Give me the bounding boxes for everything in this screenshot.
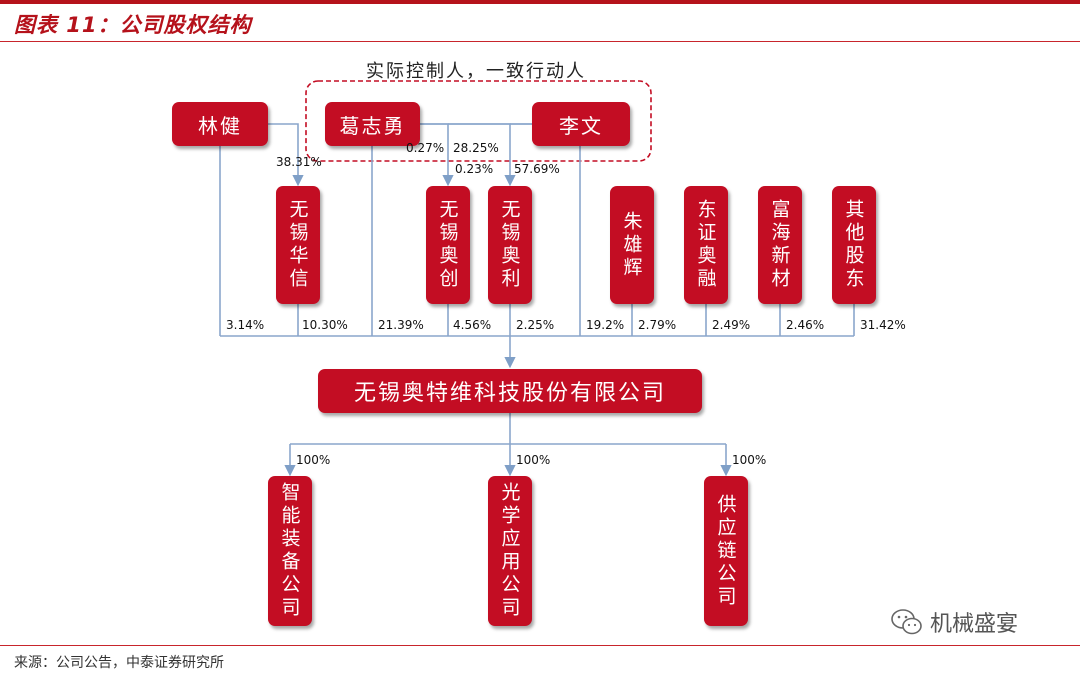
holder-wuxi-aochuang: 无锡奥创 — [426, 186, 470, 304]
pct-wxal-company: 2.25% — [516, 318, 555, 332]
pct-zxh-company: 2.79% — [638, 318, 677, 332]
figure-title: 图表 11：公司股权结构 — [14, 13, 252, 37]
shareholder-liwen: 李文 — [532, 102, 630, 146]
holder-wuxi-huaxin: 无锡华信 — [276, 186, 320, 304]
top-accent-bar — [0, 0, 1080, 4]
pct-lw-wxal: 57.69% — [514, 162, 560, 176]
pct-gzy-company: 21.39% — [378, 318, 424, 332]
holder-other-shareholders: 其他股东 — [832, 186, 876, 304]
title-divider — [0, 41, 1080, 42]
holder-zhu-xionghui: 朱雄辉 — [610, 186, 654, 304]
pct-lw-company: 19.2% — [586, 318, 625, 332]
pct-lj-company: 3.14% — [226, 318, 265, 332]
holder-fuhai-xincai: 富海新材 — [758, 186, 802, 304]
wechat-icon — [891, 609, 922, 635]
pct-wxhx-company: 10.30% — [302, 318, 348, 332]
watermark: 机械盛宴 — [890, 606, 1018, 638]
subsidiary-supply-chain: 供应链公司 — [704, 476, 748, 626]
controller-label: 实际控制人，一致行动人 — [366, 61, 586, 82]
subsidiary-optical-application: 光学应用公司 — [488, 476, 532, 626]
watermark-text: 机械盛宴 — [930, 612, 1019, 637]
holder-wuxi-aoli: 无锡奥利 — [488, 186, 532, 304]
pct-sub-intelligent: 100% — [296, 453, 331, 467]
pct-fhxc-company: 2.46% — [786, 318, 825, 332]
pct-lj-wxhx: 38.31% — [276, 155, 322, 169]
shareholder-gezhiyong: 葛志勇 — [325, 102, 420, 146]
main-company: 无锡奥特维科技股份有限公司 — [318, 369, 702, 413]
pct-qtgd-company: 31.42% — [860, 318, 906, 332]
pct-sub-optical: 100% — [516, 453, 551, 467]
source-note: 来源：公司公告，中泰证券研究所 — [14, 655, 224, 671]
shareholder-linjian: 林健 — [172, 102, 268, 146]
pct-wxac-company: 4.56% — [453, 318, 492, 332]
holder-dongzheng-aorong: 东证奥融 — [684, 186, 728, 304]
pct-dzar-company: 2.49% — [712, 318, 751, 332]
line-lj-wxhx — [268, 123, 304, 187]
footer-divider — [0, 645, 1080, 646]
pct-sub-supply: 100% — [732, 453, 767, 467]
controller-group-outline — [305, 80, 652, 162]
pct-lw-wxac: 0.23% — [455, 162, 494, 176]
pct-gzy-wxac: 0.27% — [406, 141, 445, 155]
pct-gzy-wxal: 28.25% — [453, 141, 499, 155]
subsidiary-intelligent-equipment: 智能装备公司 — [268, 476, 312, 626]
